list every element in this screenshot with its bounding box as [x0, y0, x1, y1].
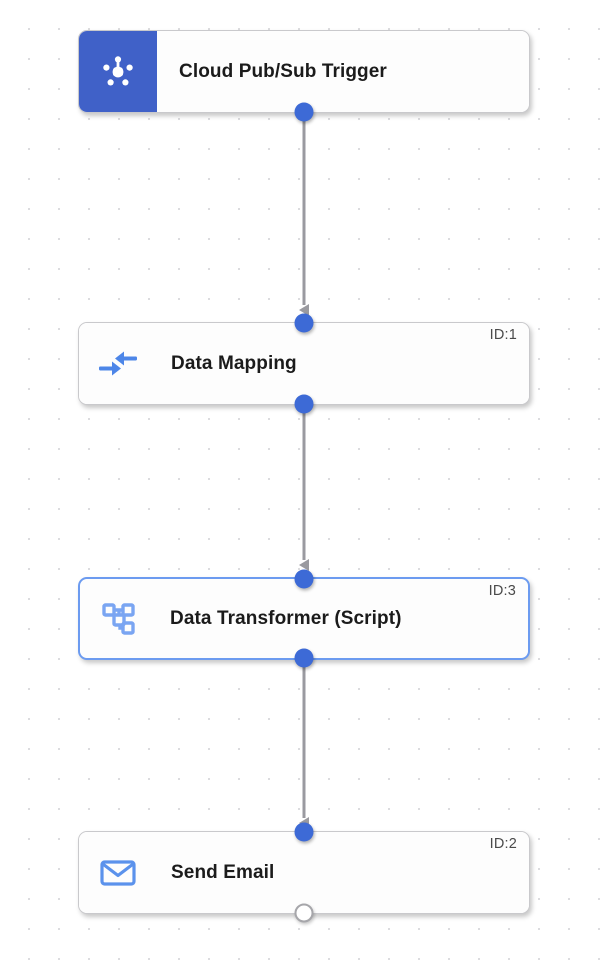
- pubsub-hub-icon: [79, 31, 157, 112]
- input-port[interactable]: [294, 822, 314, 842]
- output-port[interactable]: [294, 394, 314, 414]
- node-data-transformer-script[interactable]: Data Transformer (Script) ID:3: [78, 569, 530, 668]
- node-data-mapping[interactable]: Data Mapping ID:1: [78, 313, 530, 414]
- node-id-badge: ID:1: [489, 327, 517, 343]
- node-send-email[interactable]: Send Email ID:2: [78, 822, 530, 923]
- output-port[interactable]: [294, 648, 314, 668]
- account-tree-icon: [80, 599, 158, 639]
- node-label: Cloud Pub/Sub Trigger: [179, 60, 387, 82]
- output-port[interactable]: [294, 102, 314, 122]
- node-id-badge: ID:3: [488, 583, 516, 599]
- input-port[interactable]: [294, 313, 314, 333]
- node-id-badge: ID:2: [489, 836, 517, 852]
- input-port[interactable]: [294, 569, 314, 589]
- data-mapping-arrows-icon: [79, 347, 157, 381]
- node-cloud-pubsub-trigger[interactable]: Cloud Pub/Sub Trigger: [78, 30, 530, 122]
- output-port-open[interactable]: [294, 903, 314, 923]
- envelope-icon: [79, 857, 157, 889]
- node-label: Data Transformer (Script): [170, 607, 402, 629]
- node-label: Send Email: [171, 861, 275, 883]
- node-label: Data Mapping: [171, 352, 297, 374]
